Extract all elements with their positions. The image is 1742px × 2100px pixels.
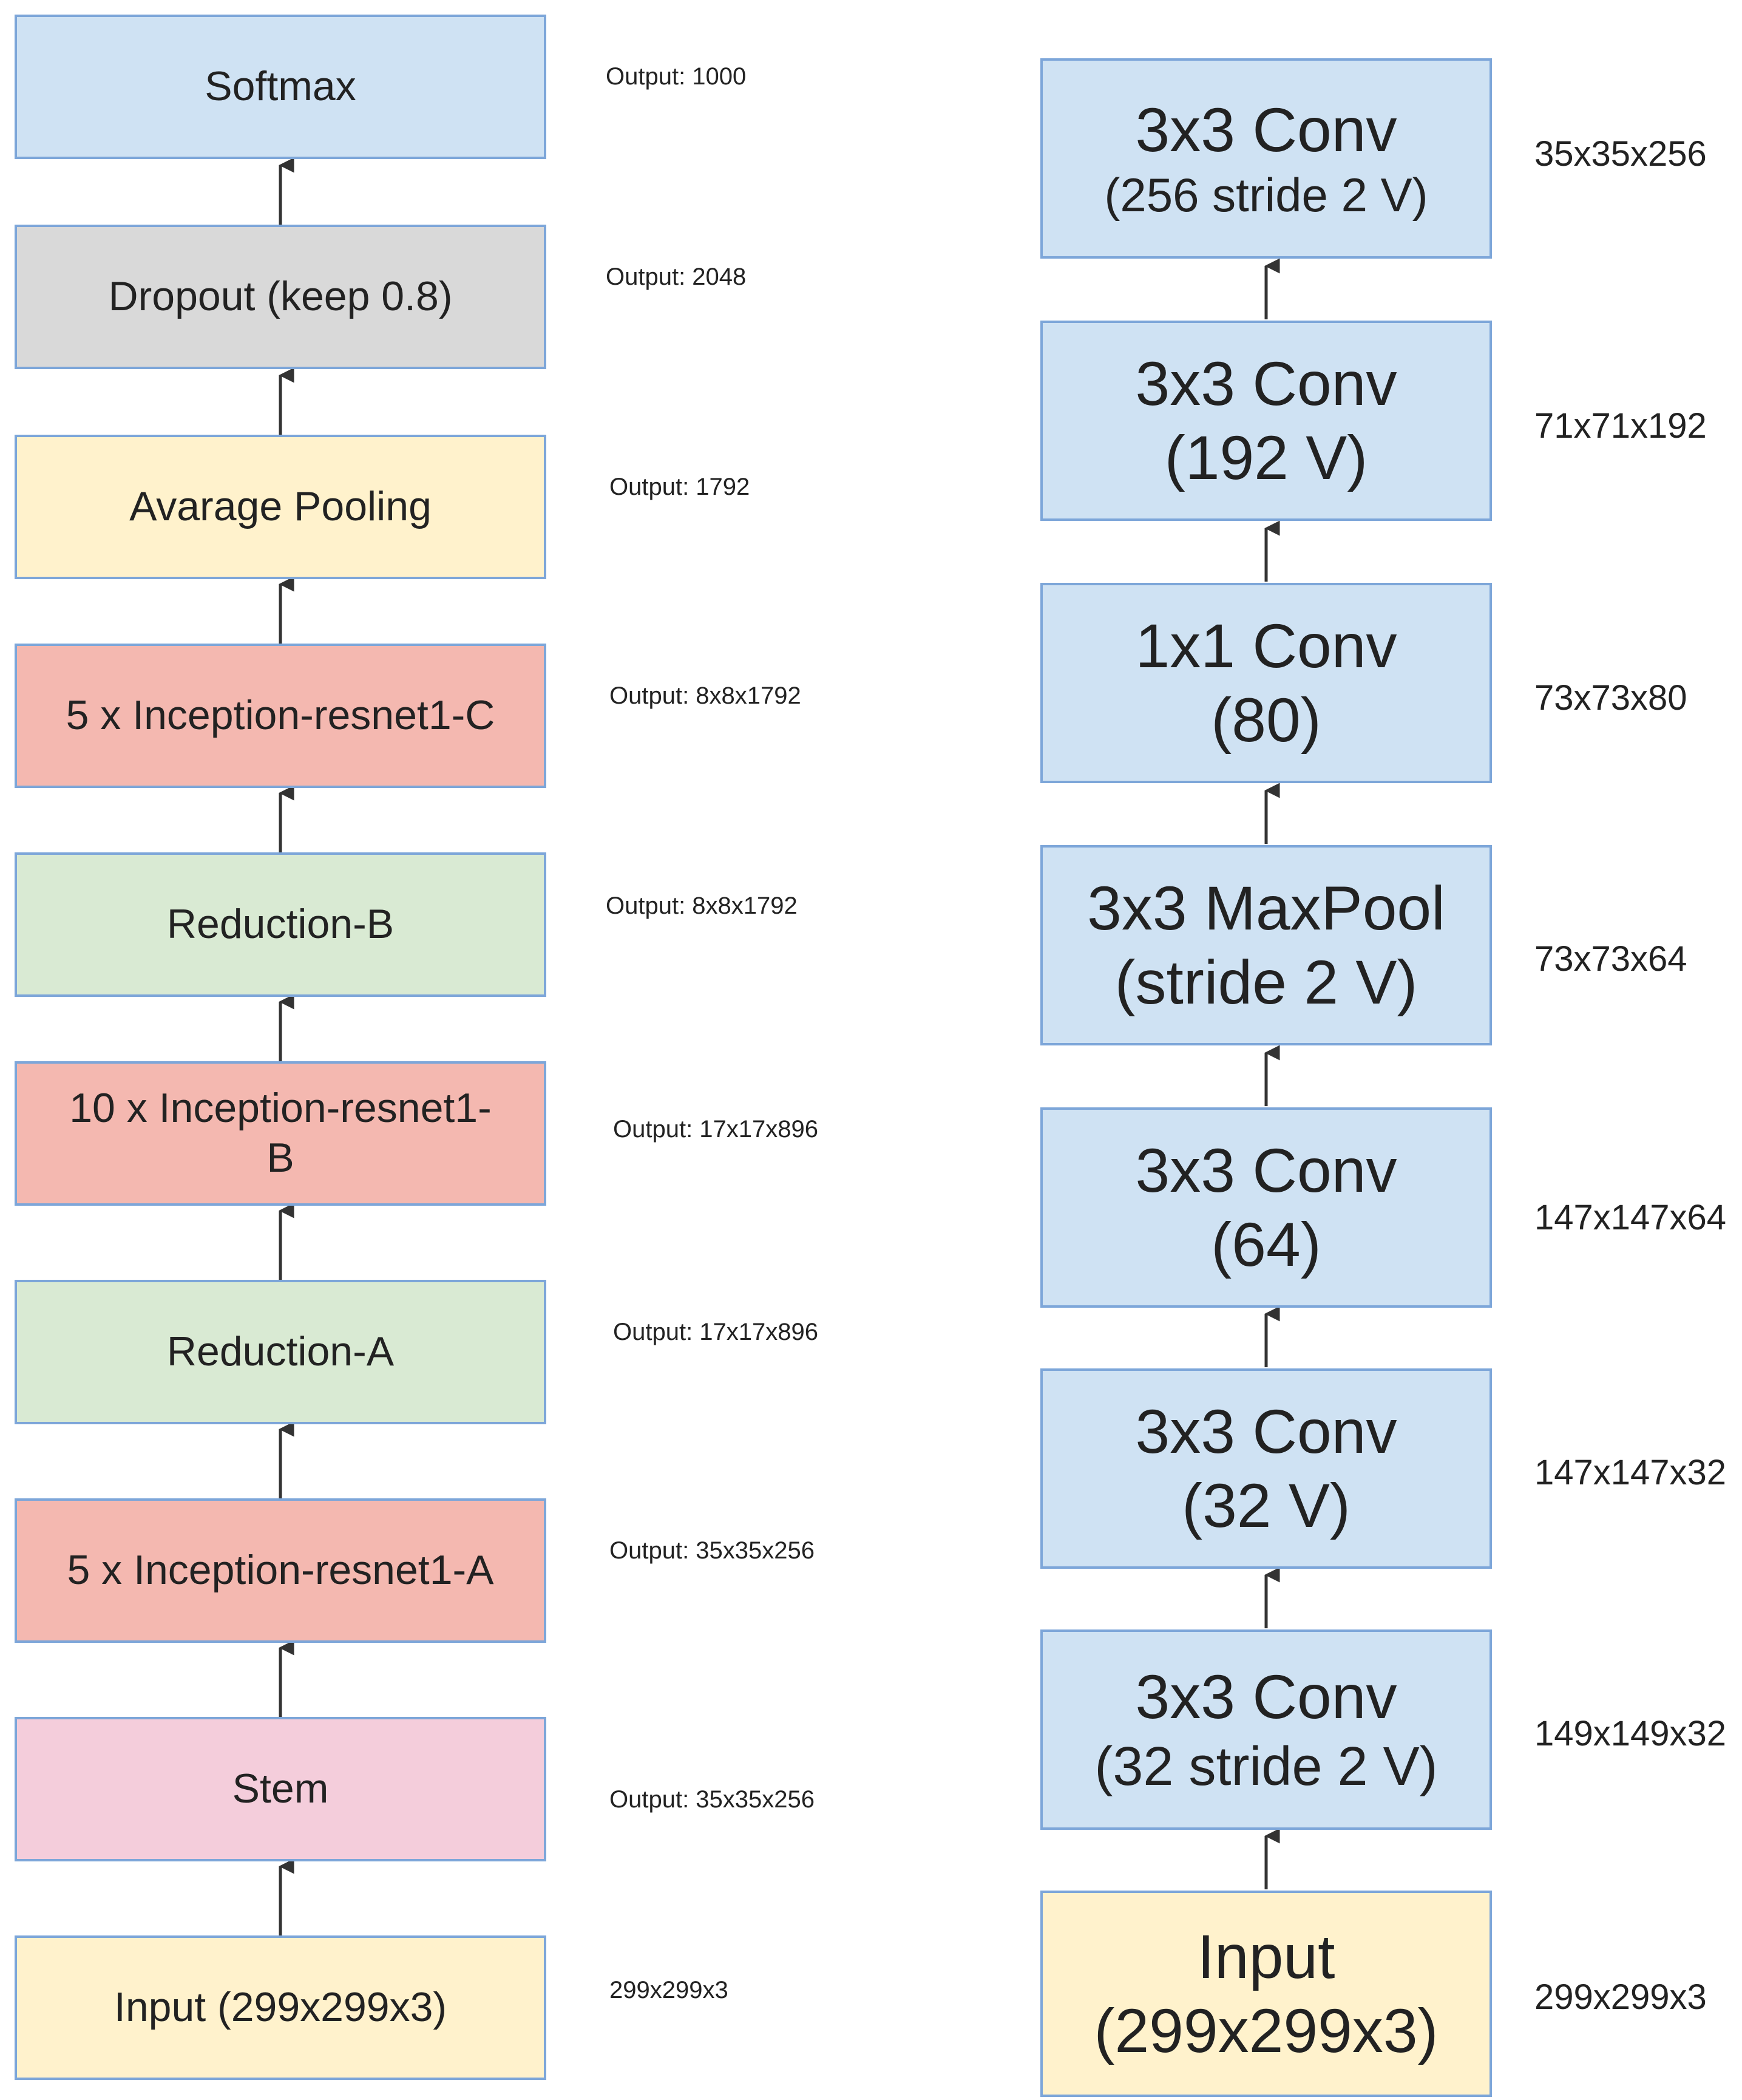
conv-192-block: 3x3 Conv (192 V): [1040, 321, 1492, 521]
input-block-right: Input (299x299x3): [1040, 1891, 1492, 2097]
conv-256-line1: 3x3 Conv: [1135, 95, 1397, 165]
conv-64-line2: (64): [1211, 1210, 1321, 1279]
conv-192-line2: (192 V): [1164, 423, 1368, 492]
conv-32-stride2-block: 3x3 Conv (32 stride 2 V): [1040, 1629, 1492, 1830]
conv-192-line1: 3x3 Conv: [1135, 348, 1397, 418]
conv-32v-line2: (32 V): [1182, 1471, 1351, 1540]
maxpool-output-label: 73x73x64: [1534, 939, 1687, 979]
conv-64-line1: 3x3 Conv: [1135, 1135, 1397, 1205]
dropout-label: Dropout (keep 0.8): [108, 273, 453, 320]
stem-output-label: Output: 35x35x256: [609, 1786, 815, 1813]
maxpool-block: 3x3 MaxPool (stride 2 V): [1040, 845, 1492, 1045]
reduction-a-block: Reduction-A: [15, 1280, 546, 1424]
conv-256-stride2-block: 3x3 Conv (256 stride 2 V): [1040, 58, 1492, 259]
reduction-a-output-label: Output: 17x17x896: [613, 1319, 819, 1345]
softmax-block: Softmax: [15, 15, 546, 159]
average-pooling-label: Avarage Pooling: [129, 483, 432, 530]
inception-resnet-a-output-label: Output: 35x35x256: [609, 1537, 815, 1564]
dropout-output-label: Output: 2048: [606, 263, 747, 290]
conv-32v-line1: 3x3 Conv: [1135, 1396, 1397, 1466]
conv-32s2-output-label: 149x149x32: [1534, 1714, 1727, 1753]
inception-resnet-b-label-line2: B: [266, 1135, 294, 1181]
inception-resnet-b-label-line1: 10 x Inception-resnet1-: [69, 1085, 492, 1132]
conv-32v-output-label: 147x147x32: [1534, 1453, 1727, 1492]
stem-label: Stem: [232, 1765, 329, 1812]
reduction-b-label: Reduction-B: [166, 901, 395, 948]
conv-80-line2: (80): [1211, 685, 1321, 755]
input-right-line1: Input: [1197, 1922, 1335, 1991]
input-right-output-label: 299x299x3: [1534, 1977, 1707, 2017]
conv-80-line1: 1x1 Conv: [1135, 611, 1397, 681]
reduction-b-block: Reduction-B: [15, 852, 546, 997]
inception-resnet-c-output-label: Output: 8x8x1792: [609, 682, 801, 709]
inception-resnet-b-output-label: Output: 17x17x896: [613, 1116, 819, 1143]
conv-64-output-label: 147x147x64: [1534, 1198, 1727, 1237]
inception-resnet-c-label: 5 x Inception-resnet1-C: [66, 692, 495, 739]
stem-block: Stem: [15, 1717, 546, 1861]
conv-32v-block: 3x3 Conv (32 V): [1040, 1368, 1492, 1569]
reduction-b-output-label: Output: 8x8x1792: [606, 892, 798, 919]
conv-256-output-label: 35x35x256: [1534, 134, 1707, 174]
conv-80-output-label: 73x73x80: [1534, 678, 1687, 718]
dropout-block: Dropout (keep 0.8): [15, 225, 546, 369]
conv-256-line2: (256 stride 2 V): [1104, 168, 1428, 222]
reduction-a-label: Reduction-A: [166, 1328, 395, 1375]
conv-32s2-line1: 3x3 Conv: [1135, 1662, 1397, 1731]
conv-64-block: 3x3 Conv (64): [1040, 1107, 1492, 1308]
conv-192-output-label: 71x71x192: [1534, 406, 1707, 446]
inception-resnet-a-block: 5 x Inception-resnet1-A: [15, 1498, 546, 1643]
inception-resnet-a-label: 5 x Inception-resnet1-A: [67, 1547, 494, 1594]
input-left-label: Input (299x299x3): [114, 1984, 447, 2031]
inception-resnet-b-block: 10 x Inception-resnet1- B: [15, 1061, 546, 1206]
inception-resnet-c-block: 5 x Inception-resnet1-C: [15, 644, 546, 788]
softmax-label: Softmax: [205, 63, 356, 110]
input-left-output-label: 299x299x3: [609, 1977, 728, 2003]
softmax-output-label: Output: 1000: [606, 63, 747, 90]
input-right-line2: (299x299x3): [1094, 1996, 1439, 2065]
conv-1x1-80-block: 1x1 Conv (80): [1040, 583, 1492, 783]
average-pooling-output-label: Output: 1792: [609, 474, 750, 500]
maxpool-line1: 3x3 MaxPool: [1087, 873, 1445, 943]
maxpool-line2: (stride 2 V): [1114, 948, 1418, 1017]
conv-32s2-line2: (32 stride 2 V): [1094, 1736, 1438, 1798]
average-pooling-block: Avarage Pooling: [15, 435, 546, 579]
input-block-left: Input (299x299x3): [15, 1935, 546, 2080]
